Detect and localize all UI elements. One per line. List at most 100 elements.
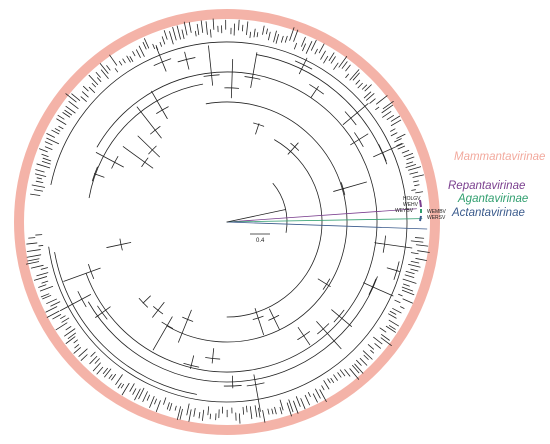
tree-branch: [106, 65, 111, 71]
tree-branch: [374, 343, 381, 349]
tree-branch: [295, 396, 301, 407]
tree-branch: [27, 258, 40, 262]
tree-branch: [152, 302, 165, 318]
tree-branch: [117, 382, 122, 389]
tree-branch: [121, 382, 130, 396]
tree-branch: [242, 406, 245, 415]
tree-branch: [163, 397, 167, 405]
tree-branch: [315, 388, 321, 399]
tree-branch: [344, 369, 351, 377]
tree-branch: [369, 98, 376, 104]
clade-label-repantavirinae: Repantavirinae: [448, 180, 526, 192]
tree-branch: [415, 191, 424, 194]
tree-branch: [328, 52, 335, 62]
tree-branch: [36, 272, 49, 277]
tree-branch: [254, 405, 258, 418]
tree-arc: [205, 357, 221, 360]
tree-arc: [344, 111, 357, 126]
tree-branch: [327, 378, 331, 384]
clade-label-actantavirinae: Actantavirinae: [452, 207, 525, 219]
tree-branch: [356, 359, 362, 366]
tree-branch: [44, 141, 53, 146]
tree-branch: [26, 249, 41, 252]
tree-branch: [406, 156, 415, 160]
tree-branch: [258, 407, 261, 418]
tree-branch: [300, 398, 306, 410]
tree-branch: [345, 64, 351, 72]
tree-arc: [119, 238, 123, 251]
tree-branch: [51, 129, 60, 135]
tree-branch: [301, 36, 306, 47]
tree-arc: [91, 166, 98, 182]
tree-branch: [176, 406, 181, 420]
tree-branch: [161, 36, 166, 45]
tree-arc: [138, 297, 148, 308]
tree-branch: [317, 278, 331, 287]
tree-branch: [305, 41, 313, 54]
tree-branch: [212, 18, 215, 30]
tree-arc: [203, 74, 220, 77]
tree-branch: [152, 316, 173, 351]
tree-branch: [25, 261, 40, 265]
tree-branch: [226, 208, 417, 223]
tree-arc: [226, 139, 323, 318]
tree-branch: [45, 306, 58, 313]
tree-branch: [138, 45, 145, 57]
tree-branch: [92, 362, 101, 372]
tree-branch: [415, 244, 429, 247]
tree-branch: [266, 28, 268, 35]
tree-branch: [238, 19, 240, 31]
tree-branch: [279, 407, 283, 415]
tree-branch: [256, 32, 259, 38]
tree-branch: [330, 377, 335, 383]
tree-arc: [322, 278, 331, 290]
tree-branch: [246, 21, 249, 36]
tree-branch: [226, 218, 423, 223]
tree-branch: [382, 100, 394, 110]
tree-branch: [184, 51, 190, 70]
tree-branch: [65, 105, 76, 114]
tree-branch: [80, 96, 87, 102]
tree-branch: [136, 106, 162, 139]
tree-branch: [99, 63, 109, 74]
tree-branch: [359, 358, 368, 366]
tree-branch: [402, 283, 410, 287]
tree-branch: [355, 79, 361, 85]
tree-arc: [88, 276, 378, 383]
tree-branch: [91, 82, 96, 88]
tree-arc: [88, 83, 204, 199]
tree-branch: [390, 128, 396, 132]
tree-branch: [36, 163, 51, 169]
tree-branch: [363, 91, 372, 99]
tree-branch: [321, 385, 325, 391]
tree-branch: [414, 184, 420, 187]
tree-branch: [402, 298, 413, 304]
tree-arc: [340, 182, 346, 196]
tree-branch: [374, 242, 413, 249]
tree-branch: [35, 180, 44, 184]
tree-branch: [280, 35, 284, 43]
tree-branch: [152, 43, 155, 50]
tree-branch: [183, 21, 188, 36]
tree-branch: [88, 74, 99, 85]
tree-branch: [114, 68, 119, 73]
tree-branch: [67, 332, 76, 339]
tree-branch: [409, 171, 419, 175]
tree-arc: [88, 263, 95, 279]
tree-branch: [230, 58, 234, 99]
tree-branch: [186, 403, 190, 416]
tree-branch: [354, 363, 364, 374]
tree-branch: [118, 60, 123, 66]
tree-branch: [394, 138, 402, 143]
tree-arc: [150, 126, 161, 135]
tree-branch: [380, 337, 392, 347]
tree-arc: [77, 291, 87, 308]
tree-arc: [378, 144, 387, 162]
tree-branch: [267, 408, 270, 415]
tree-arc: [161, 321, 174, 329]
tree-branch: [269, 308, 280, 330]
tree-arc: [166, 101, 348, 343]
tree-branch: [44, 146, 53, 150]
tree-branch: [376, 95, 388, 105]
tree-branch: [226, 209, 287, 223]
